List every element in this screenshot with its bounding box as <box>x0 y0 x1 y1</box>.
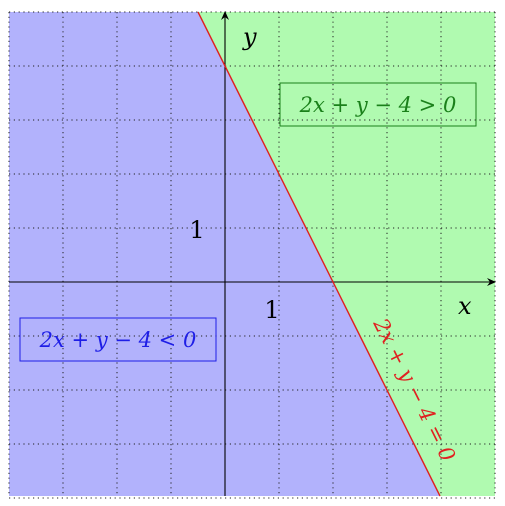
negative-region-label: 2x + y − 4 < 0 <box>39 328 197 352</box>
region-positive <box>198 12 495 496</box>
positive-region-label: 2x + y − 4 > 0 <box>299 93 457 117</box>
x-tick-label: 1 <box>264 296 279 324</box>
y-tick-label: 1 <box>189 216 204 244</box>
positive-region-label-box <box>279 82 477 127</box>
y-axis-arrow-icon <box>221 11 229 20</box>
x-axis-arrow-icon <box>487 278 496 286</box>
y-axis-label: y <box>242 23 257 51</box>
x-axis-label: x <box>458 292 472 320</box>
boundary-line <box>197 11 441 497</box>
grid <box>8 11 496 499</box>
negative-region-label-box <box>19 317 217 362</box>
